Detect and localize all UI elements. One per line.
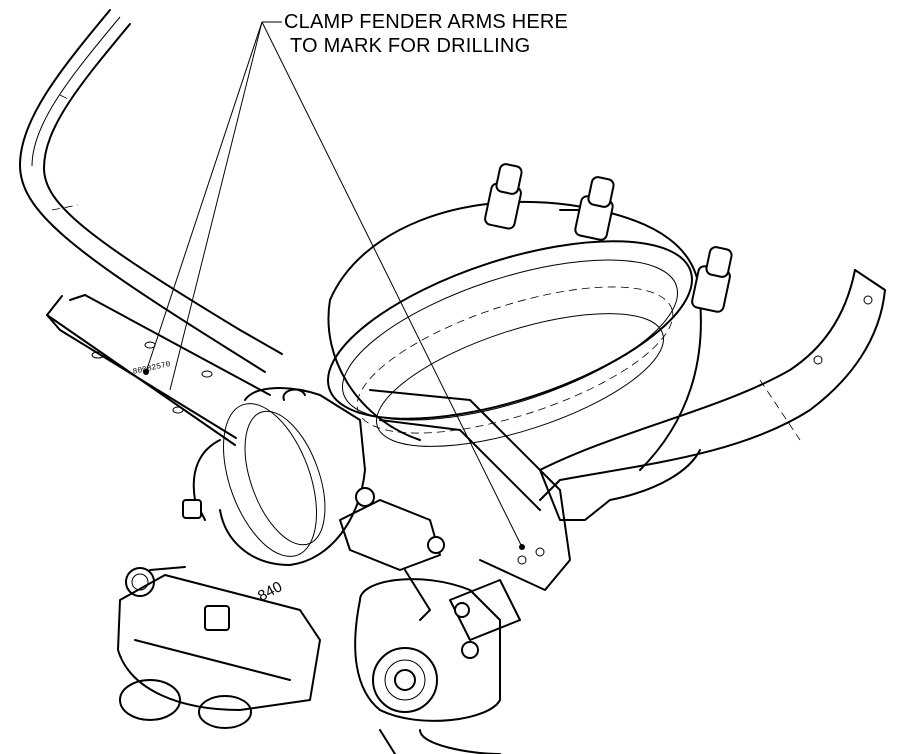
lower-mount (117, 566, 321, 729)
left-mounting-plate (46, 314, 237, 439)
callout-line-1: CLAMP FENDER ARMS HERE (284, 11, 569, 33)
right-fender-arm (539, 269, 886, 521)
brake-chamber (182, 387, 366, 566)
wheel-studs (484, 163, 733, 313)
hub-drum (327, 200, 702, 471)
left-fender-arm (19, 9, 283, 446)
camshaft-housing (354, 578, 521, 754)
callout-label: CLAMP FENDER ARMS HERE TO MARK FOR DRILL… (284, 10, 568, 58)
slack-adjuster-bracket (339, 389, 571, 621)
callout-line-2: TO MARK FOR DRILLING (290, 35, 531, 57)
leader-lines (145, 21, 523, 548)
